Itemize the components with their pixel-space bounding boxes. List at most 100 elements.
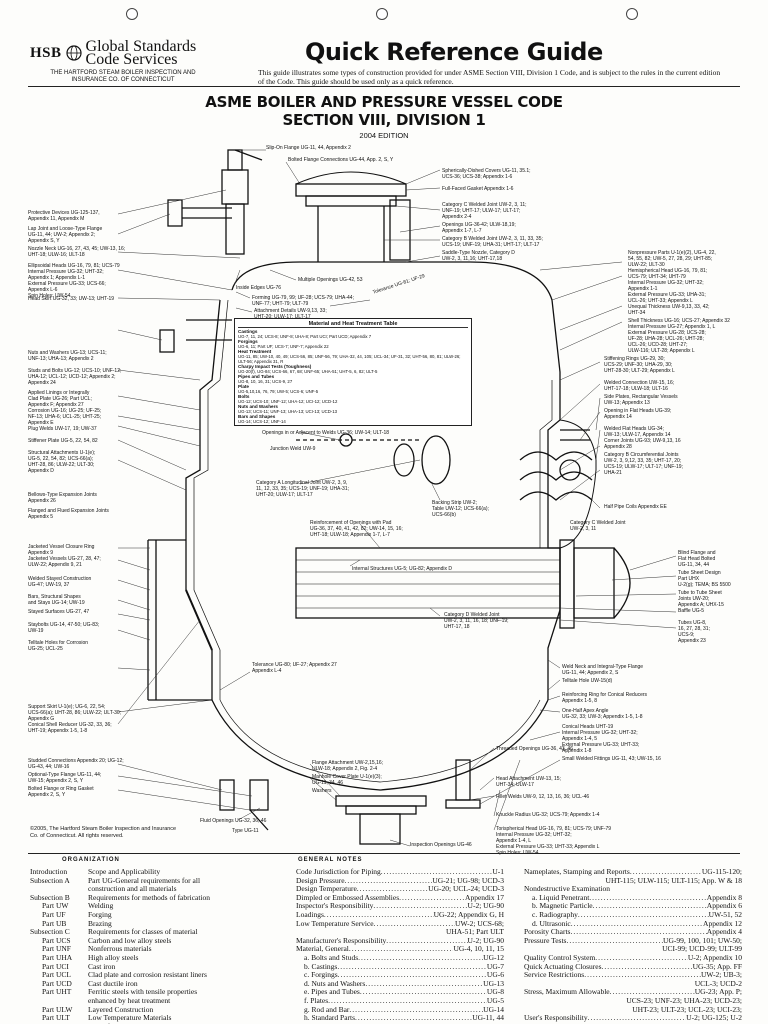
leader-dots bbox=[589, 894, 707, 903]
general-note-reference: UG-35; App. FF bbox=[692, 961, 742, 971]
label-knuckle-radius: Knuckle Radius UG-32; UCS-79; Appendix 1… bbox=[496, 812, 600, 818]
organization-row-value: Carbon and low alloy steels bbox=[88, 935, 172, 945]
general-note-reference: UCI-99; UCD-99; ULT-99 bbox=[662, 944, 742, 954]
manhole-cover bbox=[335, 795, 427, 807]
label-optional-type-flange: Optional-Type Flange UG-11, 44; UW-15; A… bbox=[28, 772, 102, 784]
organization-row-key: Part UCS bbox=[42, 935, 71, 945]
organization-row-key: Part UCL bbox=[42, 970, 71, 980]
organization-row-value: Cast ductile iron bbox=[88, 978, 138, 988]
label-half-pipe-coils: Half Pipe Coils Appendix EE bbox=[604, 504, 667, 510]
label-one-half-apex-angle: One-Half Apex Angle UG-32, 33; UW-3; App… bbox=[562, 708, 643, 720]
general-note-line: UHT-115; ULW-115; ULT-115; App. W & 18 bbox=[524, 876, 742, 886]
organization-row-value: Layered Construction bbox=[88, 1004, 154, 1014]
label-bolted-flange-connections: Bolted Flange Connections UG-44, App. 2,… bbox=[288, 157, 394, 163]
general-note-reference: UHA-51; Part ULT bbox=[445, 927, 504, 937]
general-note-topic: Design Temperature bbox=[296, 884, 357, 894]
general-note-topic: b. Magnetic Particle bbox=[532, 901, 593, 911]
leader-dots bbox=[571, 920, 703, 929]
table-group-name: Heat Treatment bbox=[238, 349, 272, 354]
label-telltale-holes-corrosion: Telltale Holes for Corrosion UG-25; UCL-… bbox=[28, 640, 89, 652]
table-group-text: UG-5,10,16, 76, 79; UW-5; UCS-6; UNF-5 bbox=[238, 389, 319, 394]
organization-row-key: Part UCI bbox=[42, 961, 69, 971]
organization-row: Part UCL Clad plate and corrosion resista… bbox=[30, 971, 285, 980]
general-note-line: Nameplates, Stamping and ReportsUG-115-1… bbox=[524, 867, 742, 877]
general-note-line: UCS-23; UNF-23; UHA-23; UCD-23; bbox=[524, 995, 742, 1006]
general-note-line: c. RadiographyUW-51, 52 bbox=[524, 909, 742, 920]
label-inside-edges: Inside Edges UG-76 bbox=[236, 285, 282, 291]
general-note-topic: f. Plates bbox=[304, 995, 329, 1005]
label-type-ug11: Type UG-11 bbox=[232, 828, 259, 834]
leader-dots bbox=[358, 954, 483, 963]
general-note-line: f. Plates UG-5 bbox=[296, 995, 504, 1006]
label-flanged-expansion-joints: Flanged and Flued Expansion Joints Appen… bbox=[28, 508, 109, 520]
general-note-line: a. Liquid PenetrantAppendix 8 bbox=[524, 893, 742, 903]
logo-brand: HSB bbox=[30, 44, 62, 61]
label-tolerance-bottom: Tolerance UG-80; UF-27; Appendix 27 Appe… bbox=[252, 662, 337, 674]
table-group-text: UG-7, 11, 24; UCS-8; UNF-8; UHA-8; Part … bbox=[238, 334, 372, 339]
general-note-topic: h. Standard Parts bbox=[304, 1013, 356, 1023]
general-note-line: Quality Control SystemU-2; Appendix 10 bbox=[524, 953, 742, 963]
general-note-topic: g. Rod and Bar bbox=[304, 1004, 350, 1014]
copyright-notice: ©2005, The Hartford Steam Boiler Inspect… bbox=[30, 826, 177, 839]
organization-row: Part UCS Carbon and low alloy steels bbox=[30, 935, 285, 946]
organization-row-value: Requirements for methods of fabrication bbox=[88, 892, 211, 902]
label-unequal-thickness: Unequal Thickness UW-9,13, 33, 42; UHT-3… bbox=[628, 304, 710, 316]
label-welded-stayed-construction: Welded Stayed Construction UG-47; UW-19,… bbox=[28, 576, 92, 588]
label-studs-bolts: Studs and Bolts UG-12; UCS-10; UNF-12; U… bbox=[28, 368, 122, 386]
leader-dots bbox=[337, 963, 487, 972]
leader-dots bbox=[360, 988, 487, 997]
table-group-name: Pipes and Tubes bbox=[238, 374, 275, 379]
label-torispherical-head: Torispherical Head UG-16, 79, 81; UCS-79… bbox=[496, 826, 612, 856]
label-opening-flat-heads: Opening in Flat Heads UG-39; Appendix 14 bbox=[604, 408, 672, 420]
logo-name-line-1: Global Standards bbox=[85, 38, 197, 55]
general-note-topic: Welding Preheat Recommendation bbox=[524, 1022, 628, 1024]
label-manhole-cover-plate: Manhole Cover Plate U-1(e)(3); UG-11, 34… bbox=[312, 774, 382, 786]
general-notes-heading: GENERAL NOTES bbox=[298, 857, 363, 863]
hsb-logo: HSB Global Standards Code Services THE H… bbox=[30, 38, 240, 84]
intro-text: This guide illustrates some types of con… bbox=[258, 68, 721, 86]
organization-row-key: Subsection A bbox=[30, 875, 70, 885]
label-corrosion: Corrosion UG-16; UG-25; UF-25; NF-13; UH… bbox=[28, 408, 102, 426]
leader-dots bbox=[345, 877, 433, 886]
general-note-reference: UW-2; UB-3; bbox=[700, 970, 742, 980]
organization-row-value: Scope and Applicability bbox=[88, 867, 161, 876]
edition: 2004 EDITION bbox=[359, 131, 409, 140]
table-group-name: Bars and Shapes bbox=[238, 414, 276, 419]
leader-dots bbox=[595, 954, 688, 963]
general-note-reference: UCS-23; UNF-23; UHA-23; UCD-23; bbox=[626, 995, 742, 1005]
general-note-line: Stress, Maximum AllowableUG-23; App. P; bbox=[524, 988, 742, 997]
label-category-b-welded-joint: Category B Welded Joint UW-2, 3, 11, 33,… bbox=[442, 236, 543, 248]
label-blind-flange: Blind Flange and Flat Head Bolted UG-11,… bbox=[678, 550, 716, 568]
organization-row-value: Requirements for classes of material bbox=[88, 927, 198, 937]
general-note-reference: UCL-3; UCD-2 bbox=[694, 978, 742, 988]
general-note-topic: Inspector's Responsibility bbox=[296, 901, 374, 911]
leader-dots bbox=[399, 894, 465, 903]
general-note-reference: UG-5 bbox=[486, 995, 504, 1005]
organization-row-key: Part UHX bbox=[30, 1022, 88, 1024]
organization-row-key: Subsection B bbox=[30, 892, 70, 902]
general-note-line: Service RestrictionsUW-2; UB-3; bbox=[524, 971, 742, 980]
table-group-text: UG-14; UCS-12; UNF-14 bbox=[238, 419, 286, 424]
general-note-topic: c. Radiography bbox=[532, 909, 578, 919]
general-note-reference: UG-99, 100, 101; UW-50; bbox=[663, 935, 742, 945]
general-note-topic: Manufacturer's Responsibility bbox=[296, 935, 387, 945]
leader-dots bbox=[578, 911, 709, 920]
general-note-reference: UW-2; UCS-68; bbox=[455, 918, 504, 928]
general-notes-column-2: Nameplates, Stamping and ReportsUG-115-1… bbox=[524, 867, 742, 1024]
general-note-line: Manufacturer's ResponsibilityU-2; UG-90 bbox=[296, 935, 504, 946]
globe-icon bbox=[65, 45, 82, 61]
general-note-reference: Appendix 6 bbox=[706, 901, 742, 911]
organization-row: Subsection B Requirements for methods of … bbox=[30, 892, 285, 903]
organization-row-value: Clad plate and corrosion resistant liner… bbox=[88, 970, 207, 980]
